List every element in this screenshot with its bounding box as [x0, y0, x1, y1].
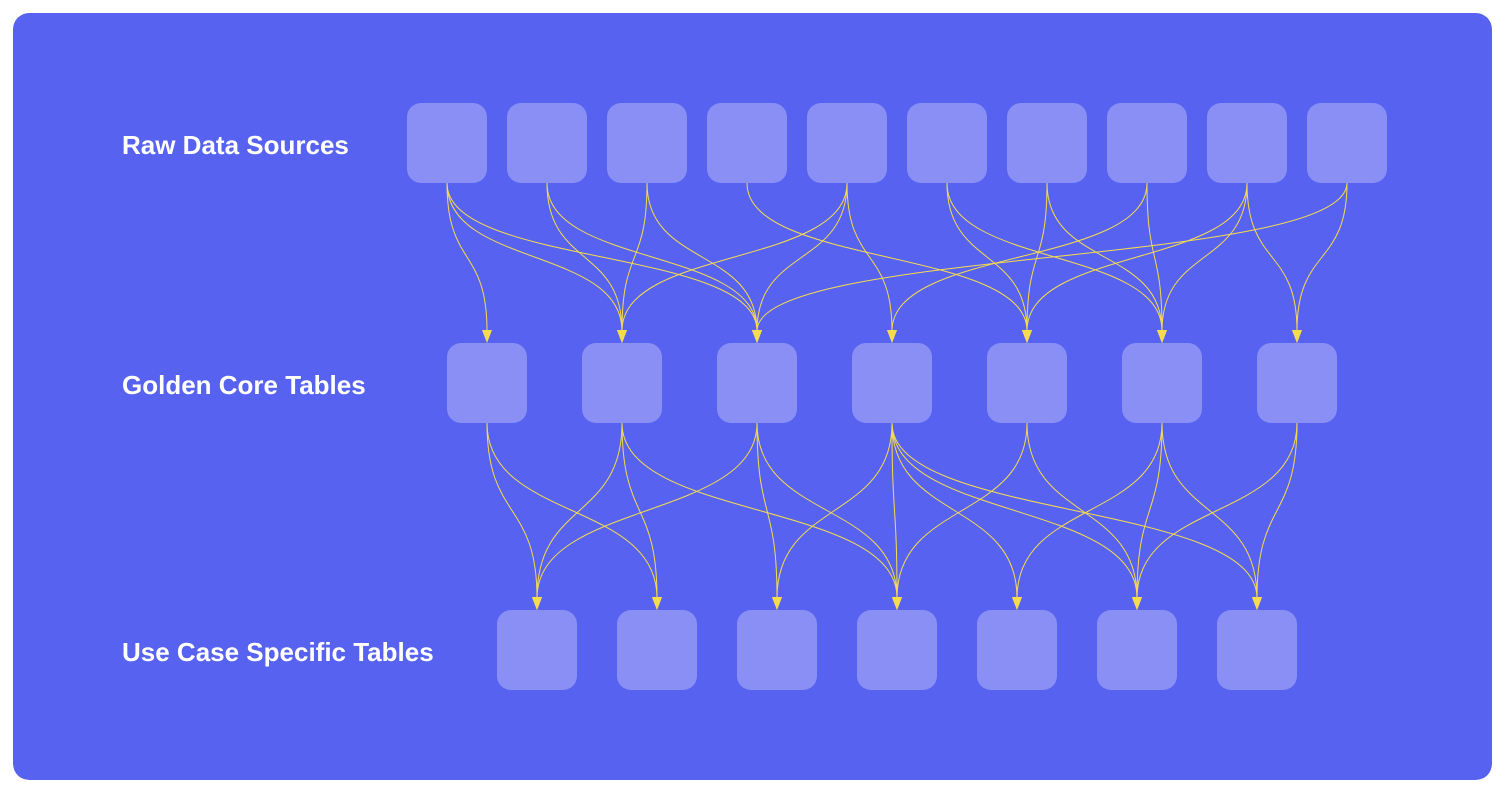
layer-label-use-case-specific-tables: Use Case Specific Tables — [122, 637, 434, 667]
layer-label-golden-core-tables: Golden Core Tables — [122, 370, 366, 400]
core-to-usecase-edge-20 — [1256, 422, 1298, 599]
raw-to-core-edge-9 — [621, 182, 848, 332]
raw-source-node-7[interactable] — [1007, 103, 1087, 183]
raw-to-core-edge-15 — [1046, 182, 1163, 332]
raw-to-core-edge-19 — [1161, 182, 1248, 332]
raw-to-core-edge-2 — [446, 182, 623, 332]
core-to-usecase-edge-4 — [621, 422, 658, 599]
usecase-table-node-2[interactable] — [617, 610, 697, 690]
data-pipeline-diagram: Raw Data Sources Golden Core Tables Use … — [13, 13, 1492, 780]
core-table-node-1[interactable] — [447, 343, 527, 423]
raw-to-core-edge-6 — [621, 182, 648, 332]
raw-source-node-1[interactable] — [407, 103, 487, 183]
raw-source-node-10[interactable] — [1307, 103, 1387, 183]
core-to-usecase-edge-13 — [891, 422, 1258, 599]
core-to-usecase-edge-18 — [1161, 422, 1258, 599]
core-to-usecase-arrowhead-6 — [532, 597, 542, 610]
core-to-usecase-edge-14 — [896, 422, 1028, 599]
core-to-usecase-arrowhead-20 — [1252, 597, 1262, 610]
raw-to-core-arrowhead-9 — [617, 330, 627, 343]
core-table-node-7[interactable] — [1257, 343, 1337, 423]
core-to-usecase-edge-1 — [486, 422, 538, 599]
raw-to-core-edge-22 — [1296, 182, 1348, 332]
core-to-usecase-edge-8 — [756, 422, 898, 599]
raw-to-core-edge-1 — [446, 182, 488, 332]
raw-to-core-edge-4 — [546, 182, 623, 332]
core-table-node-2[interactable] — [582, 343, 662, 423]
core-to-usecase-edge-2 — [486, 422, 658, 599]
raw-source-node-6[interactable] — [907, 103, 987, 183]
raw-to-core-arrowhead-21 — [752, 330, 762, 343]
raw-to-core-edge-14 — [1026, 182, 1048, 332]
raw-to-core-edge-3 — [446, 182, 758, 332]
core-to-usecase-edge-7 — [756, 422, 778, 599]
core-to-usecase-edge-12 — [891, 422, 1138, 599]
raw-source-node-2[interactable] — [507, 103, 587, 183]
raw-to-core-edge-16 — [891, 182, 1148, 332]
raw-to-core-edge-20 — [1246, 182, 1298, 332]
usecase-table-node-4[interactable] — [857, 610, 937, 690]
usecase-table-node-1[interactable] — [497, 610, 577, 690]
core-to-usecase-edge-10 — [891, 422, 898, 599]
raw-to-core-arrowhead-19 — [1157, 330, 1167, 343]
core-to-usecase-edge-15 — [1026, 422, 1138, 599]
raw-source-node-9[interactable] — [1207, 103, 1287, 183]
core-to-usecase-edge-9 — [776, 422, 893, 599]
core-to-usecase-edge-19 — [1136, 422, 1298, 599]
usecase-table-node-6[interactable] — [1097, 610, 1177, 690]
core-to-usecase-arrowhead-16 — [1012, 597, 1022, 610]
raw-to-core-edge-21 — [756, 182, 1348, 332]
raw-to-core-edge-11 — [846, 182, 893, 332]
raw-to-core-arrowhead-1 — [482, 330, 492, 343]
core-to-usecase-arrowhead-9 — [772, 597, 782, 610]
core-to-usecase-edge-3 — [536, 422, 623, 599]
raw-source-node-5[interactable] — [807, 103, 887, 183]
core-table-node-4[interactable] — [852, 343, 932, 423]
raw-to-core-arrowhead-16 — [887, 330, 897, 343]
core-to-usecase-arrowhead-4 — [652, 597, 662, 610]
raw-to-core-edge-5 — [546, 182, 758, 332]
core-table-node-6[interactable] — [1122, 343, 1202, 423]
core-to-usecase-arrowhead-19 — [1132, 597, 1142, 610]
raw-to-core-arrowhead-22 — [1292, 330, 1302, 343]
core-to-usecase-edge-5 — [621, 422, 898, 599]
raw-to-core-edge-10 — [756, 182, 848, 332]
core-to-usecase-arrowhead-14 — [892, 597, 902, 610]
layer-label-raw-data-sources: Raw Data Sources — [122, 130, 349, 160]
raw-to-core-edge-12 — [946, 182, 1028, 332]
core-to-usecase-edge-17 — [1136, 422, 1163, 599]
raw-to-core-edge-7 — [646, 182, 758, 332]
core-to-usecase-edge-16 — [1016, 422, 1163, 599]
usecase-table-node-3[interactable] — [737, 610, 817, 690]
core-table-node-3[interactable] — [717, 343, 797, 423]
raw-source-node-3[interactable] — [607, 103, 687, 183]
core-table-node-5[interactable] — [987, 343, 1067, 423]
raw-to-core-arrowhead-18 — [1022, 330, 1032, 343]
raw-to-core-edge-18 — [1026, 182, 1248, 332]
raw-source-node-8[interactable] — [1107, 103, 1187, 183]
nodes-group — [407, 103, 1387, 690]
core-to-usecase-edge-11 — [891, 422, 1018, 599]
raw-source-node-4[interactable] — [707, 103, 787, 183]
raw-to-core-edge-17 — [1146, 182, 1163, 332]
diagram-panel: Raw Data Sources Golden Core Tables Use … — [13, 13, 1492, 780]
edges-group — [446, 182, 1348, 610]
usecase-table-node-5[interactable] — [977, 610, 1057, 690]
raw-to-core-edge-8 — [746, 182, 1028, 332]
usecase-table-node-7[interactable] — [1217, 610, 1297, 690]
core-to-usecase-edge-6 — [536, 422, 758, 599]
